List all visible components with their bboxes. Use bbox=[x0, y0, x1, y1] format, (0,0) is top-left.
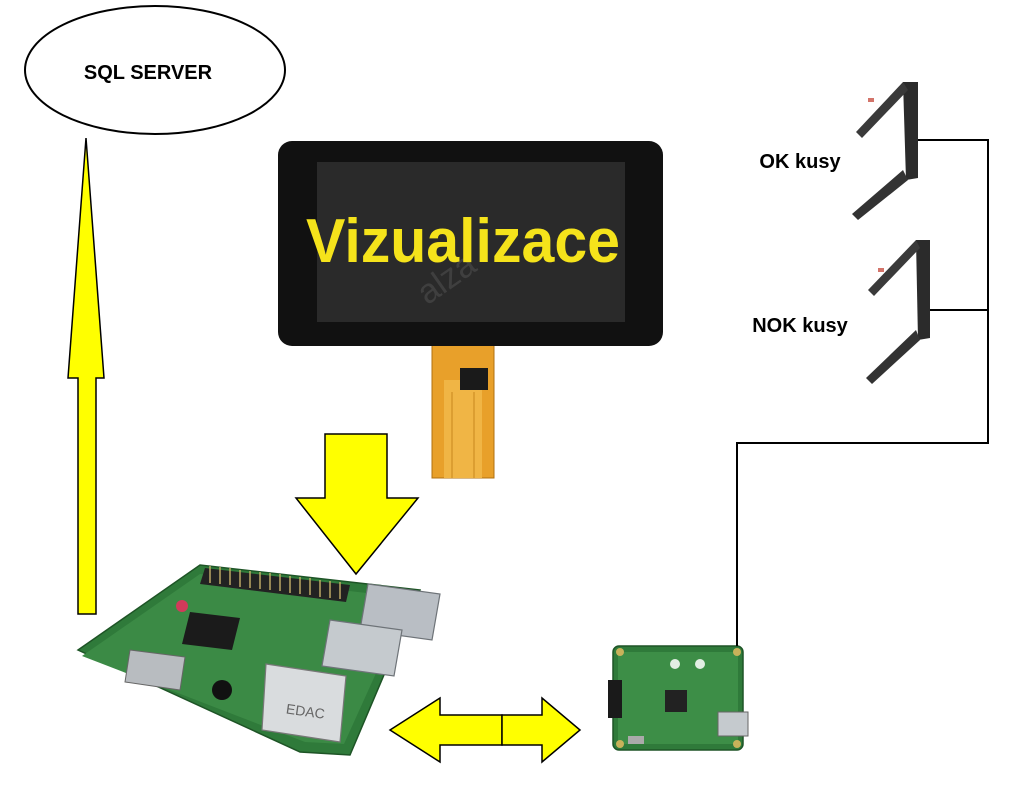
display-label: Vizualizace bbox=[306, 207, 620, 276]
sensor-nok-label: NOK kusy bbox=[752, 315, 848, 337]
wiring bbox=[736, 139, 989, 646]
sql-server-label: SQL SERVER bbox=[84, 62, 213, 84]
touch-display-icon: alza Vizualizace bbox=[278, 141, 663, 479]
fork-light-barrier-icon-ok: OK kusy bbox=[759, 82, 918, 220]
fork-light-barrier-icon-nok: NOK kusy bbox=[752, 240, 930, 384]
bidirectional-arrow bbox=[388, 696, 582, 764]
sensor-ok-label: OK kusy bbox=[759, 151, 841, 173]
sql-server-node: SQL SERVER bbox=[24, 5, 286, 135]
up-arrow bbox=[67, 137, 105, 615]
io-board-icon bbox=[608, 645, 749, 751]
ethernet-chip-label: EDAC bbox=[285, 701, 326, 722]
down-arrow bbox=[294, 433, 420, 576]
raspberry-pi-board-icon: EDAC bbox=[76, 564, 441, 756]
